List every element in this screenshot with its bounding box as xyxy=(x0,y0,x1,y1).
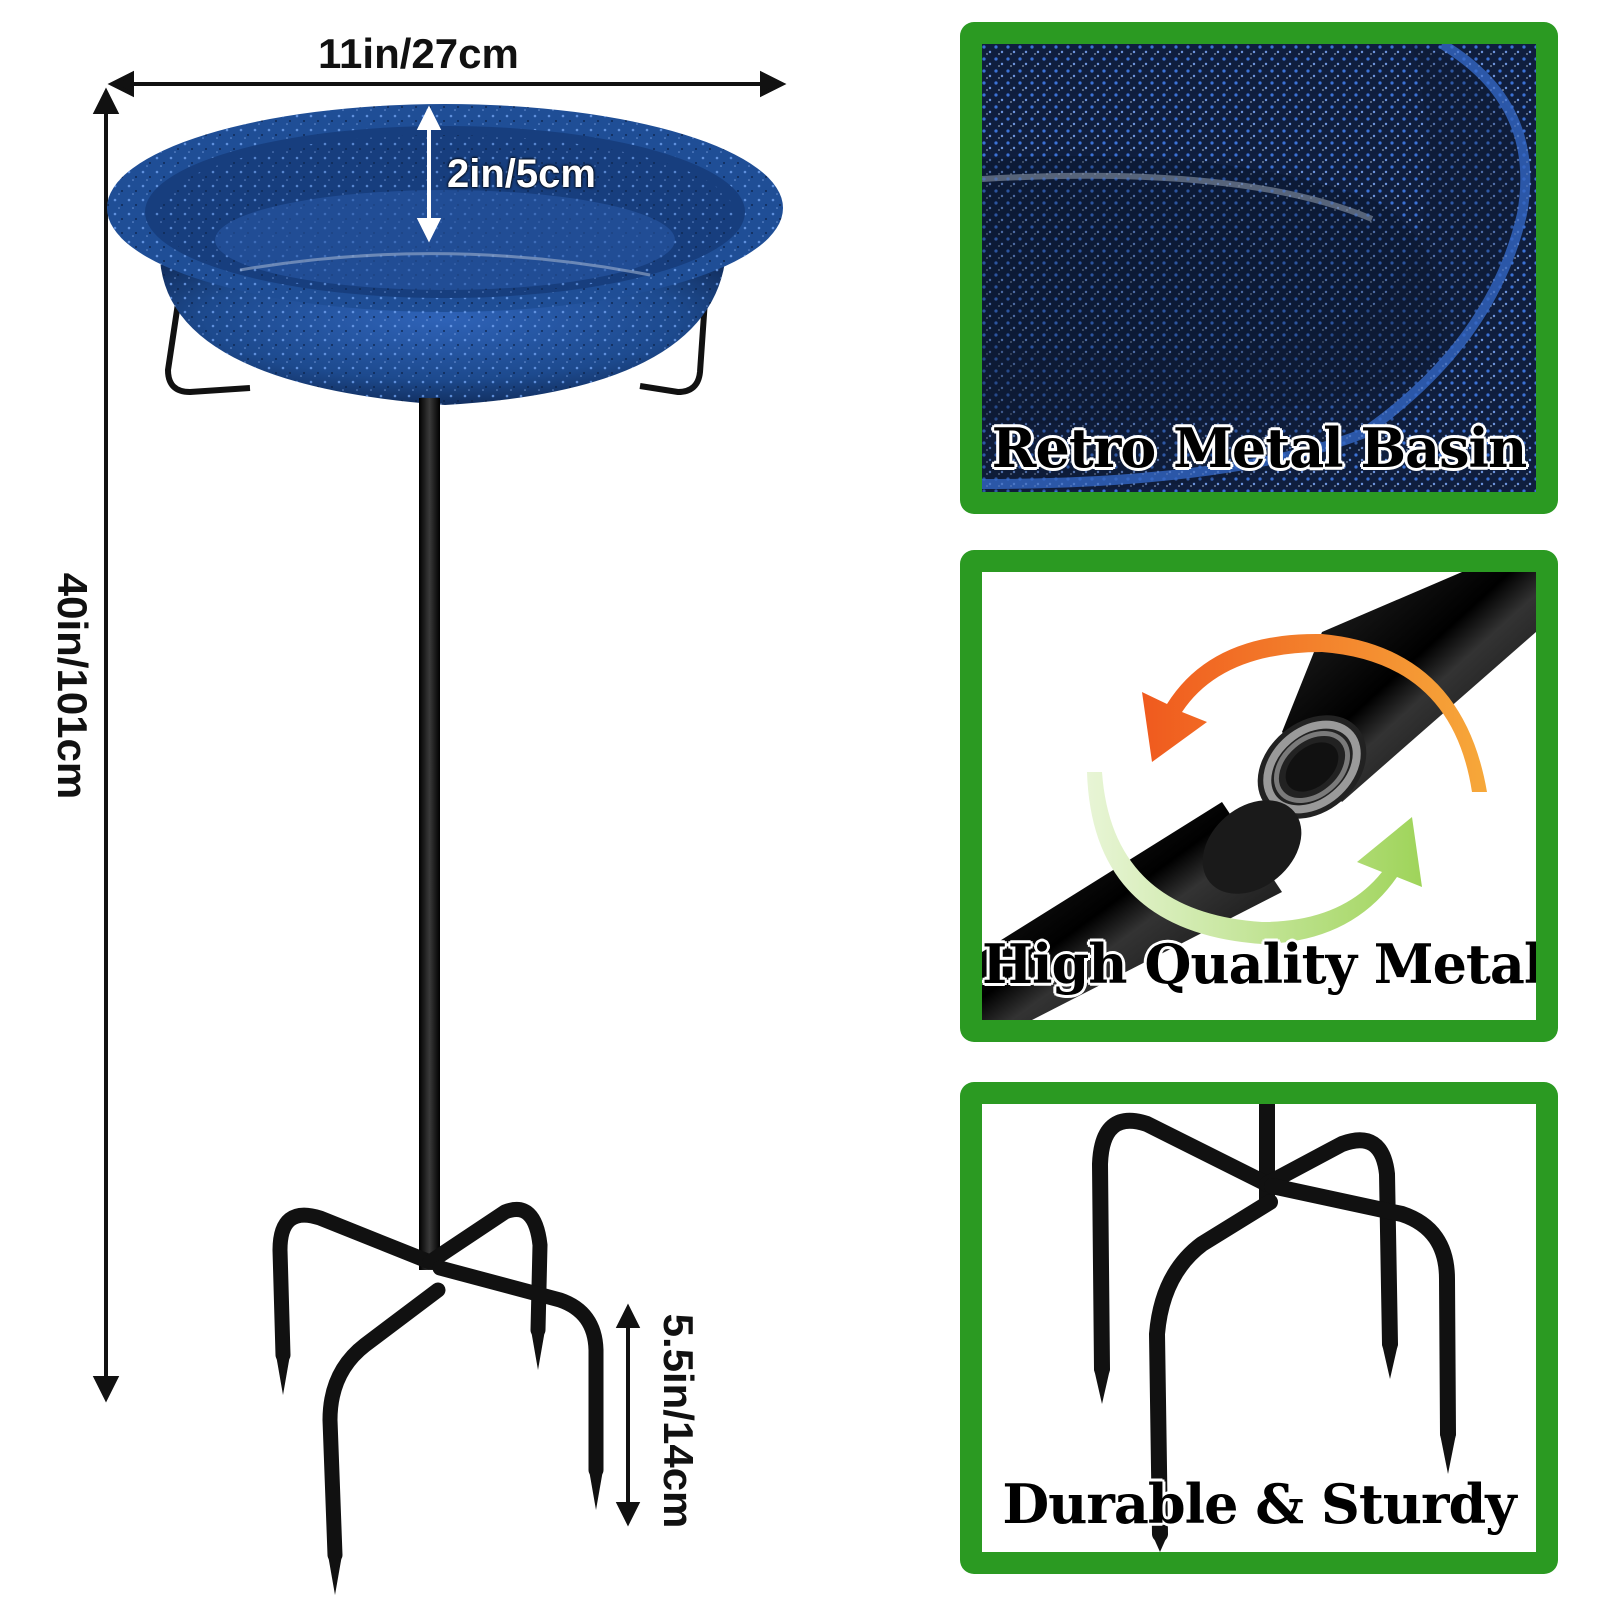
depth-dimension-arrow xyxy=(416,105,442,243)
panel-metal: High Quality Metal xyxy=(960,550,1558,1042)
panel-basin: Retro Metal Basin xyxy=(960,22,1558,514)
stake-tips xyxy=(276,1330,603,1595)
legs-closeup xyxy=(982,1104,1536,1552)
height-label: 40in/101cm xyxy=(49,572,96,800)
panel-caption-metal: High Quality Metal xyxy=(982,932,1544,996)
orange-rotate-arrow xyxy=(1142,633,1487,792)
pole-connection-closeup xyxy=(982,572,1536,1020)
panel-caption-legs: Durable & Sturdy xyxy=(1002,1472,1516,1536)
panel-caption-basin: Retro Metal Basin xyxy=(991,416,1528,480)
width-label: 11in/27cm xyxy=(318,30,519,77)
basin-holder xyxy=(165,289,708,395)
panel-legs: Durable & Sturdy xyxy=(960,1082,1558,1574)
stake-label: 5.5in/14cm xyxy=(655,1313,702,1529)
width-dimension-arrow xyxy=(107,70,787,98)
stake-legs xyxy=(272,1202,604,1563)
basin xyxy=(107,104,783,405)
basin-closeup xyxy=(982,44,1536,492)
bird-bath-illustration xyxy=(92,70,787,1595)
green-rotate-arrow xyxy=(1087,772,1422,944)
depth-label: 2in/5cm xyxy=(447,152,596,196)
pole xyxy=(419,398,440,1270)
height-dimension-arrow xyxy=(92,87,120,1403)
stake-dimension-arrow xyxy=(615,1303,641,1527)
